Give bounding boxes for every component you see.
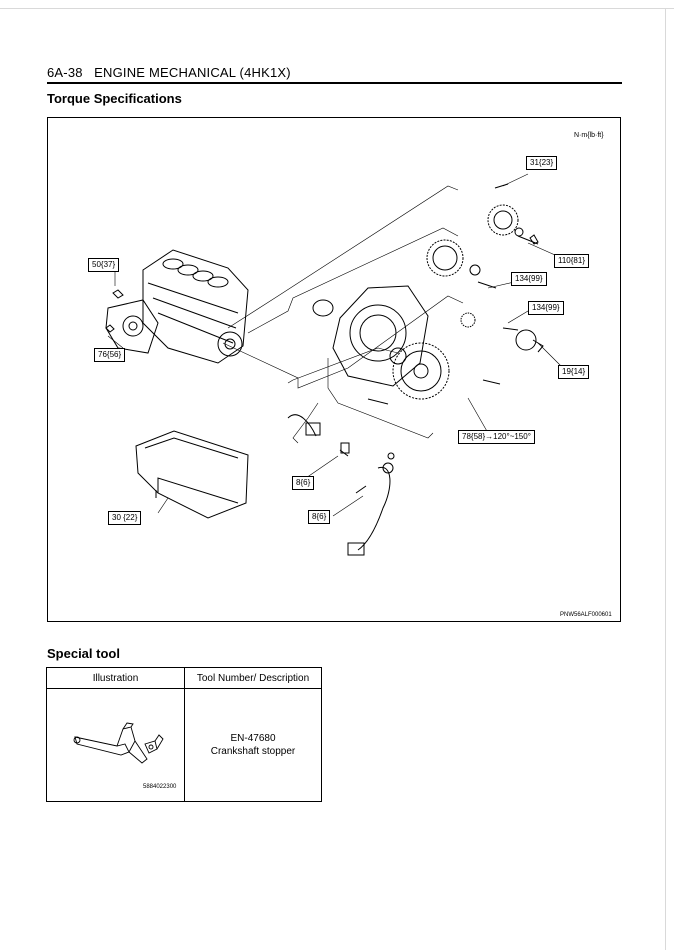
callout-torque-8: 78{58}→120°~150° [458, 430, 535, 444]
figure-code: PNW56ALF000601 [560, 612, 612, 618]
tool-illustration-cell: 5884022300 [46, 688, 185, 802]
callout-torque-3: 110{81} [554, 254, 589, 268]
gears [392, 204, 537, 400]
callout-torque-10: 8{6} [308, 510, 331, 524]
tool-number: EN-47680 [230, 733, 276, 744]
callout-torque-6: 76{56} [94, 348, 126, 362]
timing-case [312, 285, 429, 387]
page-border-top [0, 8, 674, 9]
tool-description: Crankshaft stopper [210, 746, 296, 757]
page-border-right [665, 8, 666, 950]
callout-torque-11: 30 {22} [108, 511, 142, 525]
leader-lines [107, 173, 574, 517]
torque-heading: Torque Specifications [47, 91, 182, 106]
callout-torque-5: 134{99} [528, 301, 564, 315]
callout-torque-4: 134{99} [511, 272, 547, 286]
table-header-row: Illustration Tool Number/ Description [46, 667, 322, 689]
section-number: 6A-38 [47, 65, 83, 80]
column-header-illustration: Illustration [46, 667, 185, 689]
section-title: ENGINE MECHANICAL (4HK1X) [94, 65, 291, 80]
tool-image-code: 5884022300 [143, 784, 177, 790]
table-row: 5884022300 EN-47680 Crankshaft stopper [46, 688, 322, 802]
special-tool-heading: Special tool [47, 646, 120, 661]
callout-torque-7: 19{14} [558, 365, 590, 379]
oil-pan [135, 430, 249, 519]
crankshaft-stopper-illustration [73, 722, 164, 764]
page-header: 6A-38 ENGINE MECHANICAL (4HK1X) [47, 65, 291, 80]
torque-figure: N·m{lb·ft} 31{23} 50{37} 110{81} 134{99}… [47, 117, 621, 622]
unit-label: N·m{lb·ft} [574, 132, 604, 139]
engine-block [105, 249, 249, 364]
tool-description-cell: EN-47680 Crankshaft stopper [184, 688, 322, 802]
sensor-harness [287, 414, 395, 556]
column-header-tool: Tool Number/ Description [184, 667, 322, 689]
callout-torque-1: 31{23} [526, 156, 558, 170]
engine-exploded-drawing [105, 173, 574, 556]
header-rule [47, 82, 622, 84]
callout-torque-9: 8{6} [292, 476, 315, 490]
bolts [105, 183, 544, 494]
special-tool-table: Illustration Tool Number/ Description 58… [46, 667, 322, 802]
callout-torque-2: 50{37} [88, 258, 120, 272]
